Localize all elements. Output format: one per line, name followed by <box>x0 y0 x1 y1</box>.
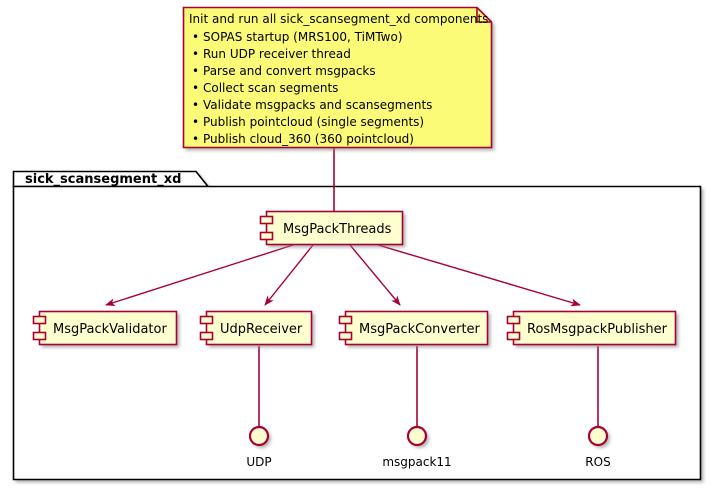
component-icon-tab-upper <box>506 315 521 325</box>
component-msgpackthreads[interactable]: MsgPackThreads <box>259 210 404 246</box>
component-icon-tab-upper <box>199 315 214 325</box>
component-icon-tab-upper <box>259 215 274 225</box>
component-body <box>205 310 313 346</box>
component-icon-tab-lower <box>338 331 353 341</box>
note-bullet-glyph: • <box>192 30 199 44</box>
arrow-msgpackthreads-to-rosmsgpackpublisher <box>377 244 581 307</box>
component-icon-tab-lower <box>199 331 214 341</box>
note-title: Init and run all sick_scansegment_xd com… <box>189 12 488 26</box>
arrow-msgpackthreads-to-msgpackvalidator <box>105 244 294 307</box>
note-bullet-item: Validate msgpacks and scansegments <box>203 98 432 112</box>
component-body <box>344 310 489 346</box>
note-folded-corner <box>476 7 492 23</box>
component-icon-tab-upper <box>338 315 353 325</box>
component-icon-tab-upper <box>32 315 47 325</box>
component-icon-tab-lower <box>32 331 47 341</box>
component-label: RosMsgpackPublisher <box>527 322 668 337</box>
note-bullet-glyph: • <box>192 98 199 112</box>
component-msgpackvalidator[interactable]: MsgPackValidator <box>32 310 178 346</box>
note-bullet-item: Parse and convert msgpacks <box>203 64 376 78</box>
association-arrows <box>105 244 581 307</box>
note-bullet-item: Run UDP receiver thread <box>203 47 351 61</box>
component-icon-tab-lower <box>506 331 521 341</box>
arrow-msgpackthreads-to-udpreceiver <box>264 244 314 306</box>
interface-msgpack11[interactable]: msgpack11 <box>382 425 452 470</box>
note-bullet-glyph: • <box>192 64 199 78</box>
component-msgpackconverter[interactable]: MsgPackConverter <box>338 310 489 346</box>
note-bullet-glyph: • <box>192 132 199 146</box>
note-init-and-run[interactable]: Init and run all sick_scansegment_xd com… <box>182 6 493 149</box>
component-label: MsgPackValidator <box>53 322 167 337</box>
component-label: MsgPackConverter <box>359 322 481 337</box>
interface-circle <box>587 425 609 447</box>
note-bullet-item: Publish pointcloud (single segments) <box>203 115 424 129</box>
note-body <box>182 6 493 149</box>
component-label: MsgPackThreads <box>283 222 392 237</box>
component-rosmsgpackpublisher[interactable]: RosMsgpackPublisher <box>506 310 677 346</box>
package-label: sick_scansegment_xd <box>25 172 181 187</box>
note-bullet-glyph: • <box>192 115 199 129</box>
note-bullet-item: Publish cloud_360 (360 pointcloud) <box>203 132 414 146</box>
interface-stems <box>258 346 599 427</box>
component-icon-tab-lower <box>259 231 274 241</box>
note-bullet-glyph: • <box>192 81 199 95</box>
note-bullet-item: SOPAS startup (MRS100, TiMTwo) <box>203 30 403 44</box>
note-bullet-glyph: • <box>192 47 199 61</box>
component-body <box>512 310 677 346</box>
interface-label: UDP <box>246 455 271 469</box>
note-bullet-item: Collect scan segments <box>203 81 338 95</box>
interface-circle <box>248 425 270 447</box>
interface-circle <box>406 425 428 447</box>
interface-ros[interactable]: ROS <box>585 425 611 470</box>
component-label: UdpReceiver <box>220 322 303 337</box>
interface-label: msgpack11 <box>382 455 451 469</box>
interface-label: ROS <box>585 455 610 469</box>
component-udpreceiver[interactable]: UdpReceiver <box>199 310 313 346</box>
component-body <box>265 210 404 246</box>
component-body <box>38 310 178 346</box>
interface-udp[interactable]: UDP <box>246 425 272 470</box>
arrow-msgpackthreads-to-msgpackconverter <box>349 244 401 306</box>
